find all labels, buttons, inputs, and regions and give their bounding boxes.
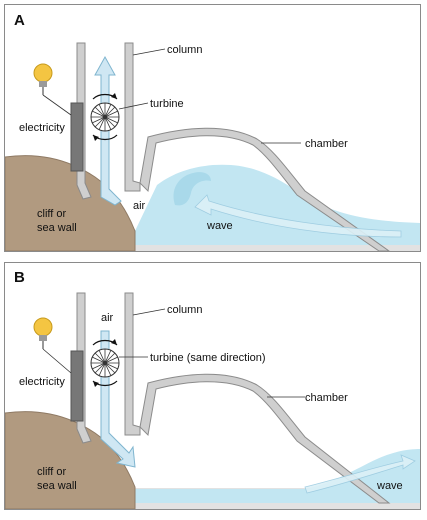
turbine-label: turbine (same direction)	[150, 352, 266, 364]
column-label: column	[167, 304, 202, 316]
generator	[70, 350, 84, 422]
wave-label: wave	[206, 220, 233, 232]
leader-lines	[119, 308, 305, 398]
air-flow-arrow-down	[100, 330, 136, 468]
chamber-roof	[139, 127, 390, 251]
cliff-label-line2: sea wall	[37, 480, 77, 492]
electricity-label: electricity	[19, 122, 65, 134]
chamber-roof	[139, 373, 391, 504]
cliff	[5, 155, 136, 251]
panel-a-label: A	[14, 12, 25, 29]
generator	[70, 102, 84, 172]
chamber-label: chamber	[305, 392, 348, 404]
cliff-label-line1: cliff or	[37, 466, 66, 478]
water-wave	[135, 449, 420, 503]
cliff	[5, 411, 136, 509]
panel-b-label: B	[14, 269, 25, 286]
wave-flow-arrow	[304, 454, 416, 494]
column-label: column	[167, 44, 202, 56]
cliff-label-line2: sea wall	[37, 222, 77, 234]
wave-flow-arrow	[194, 194, 402, 238]
column-right-wall	[124, 42, 141, 192]
air-label: air	[101, 312, 114, 324]
cliff-label-line1: cliff or	[37, 208, 66, 220]
turbine-label: turbine	[150, 98, 184, 110]
light-bulb-icon	[33, 317, 72, 374]
chamber-label: chamber	[305, 138, 348, 150]
leader-lines	[118, 48, 301, 144]
panel-b-diagram: B column air turbine (same direction) el…	[5, 269, 420, 509]
panel-a-wave-rising: A column turbine electricity chamber air…	[4, 4, 421, 252]
turbine-icon	[90, 102, 120, 132]
wave-label: wave	[376, 480, 403, 492]
turbine-icon	[90, 348, 120, 378]
panel-a-diagram: A column turbine electricity chamber air…	[5, 12, 420, 251]
light-bulb-icon	[33, 63, 72, 116]
panel-b-wave-falling: B column air turbine (same direction) el…	[4, 262, 421, 510]
wave-crest-curl	[173, 172, 211, 206]
air-label: air	[133, 200, 146, 212]
electricity-label: electricity	[19, 376, 65, 388]
